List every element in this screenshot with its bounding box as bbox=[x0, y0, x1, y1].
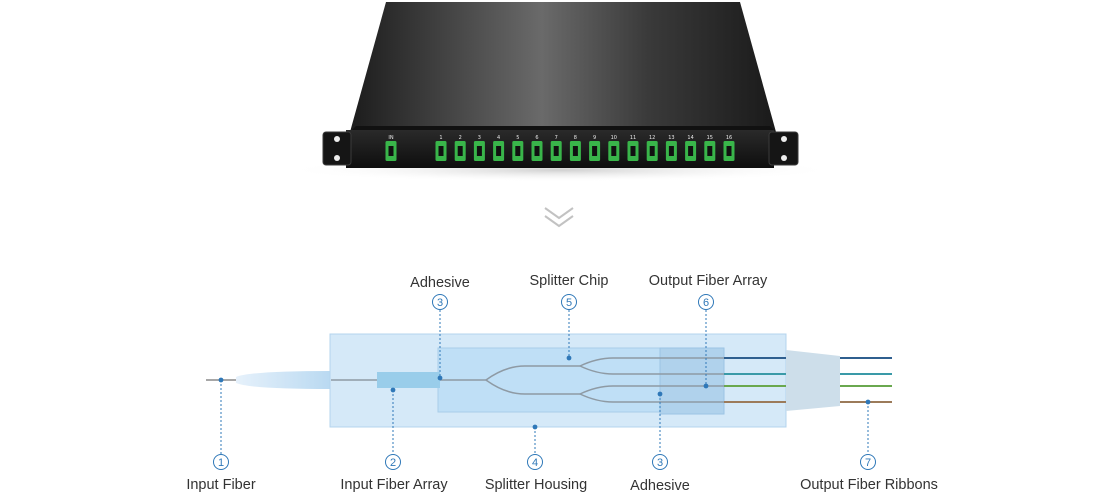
adapter-port-opening bbox=[630, 146, 636, 156]
leader-dots bbox=[218, 355, 871, 430]
mount-hole-right-bottom bbox=[781, 155, 787, 161]
splitter-structure-diagram: 1 Input Fiber 2 Input Fiber Array Adhesi… bbox=[186, 273, 938, 494]
adapter-port-opening bbox=[534, 146, 540, 156]
port-label: 4 bbox=[497, 135, 500, 141]
adapter-port-opening bbox=[668, 146, 674, 156]
label-output-fiber-ribbons: Output Fiber Ribbons bbox=[800, 477, 938, 493]
callout-input-fiber-array: 2 Input Fiber Array bbox=[340, 454, 448, 493]
adapter-port-opening bbox=[688, 146, 694, 156]
callout-output-fiber-ribbons: 7 Output Fiber Ribbons bbox=[800, 454, 938, 493]
port-label: IN bbox=[388, 135, 393, 141]
callout-adhesive-output: 3 Adhesive bbox=[630, 454, 690, 494]
input-fiber-array bbox=[377, 372, 440, 388]
callout-number: 7 bbox=[865, 457, 871, 469]
label-adhesive-input: Adhesive bbox=[410, 275, 470, 291]
device-top-panel bbox=[350, 2, 776, 132]
output-fiber-boot bbox=[786, 350, 840, 411]
adapter-port-opening bbox=[592, 146, 598, 156]
adapter-port-opening bbox=[611, 146, 617, 156]
output-fiber-array bbox=[659, 347, 725, 415]
adapter-port-opening bbox=[515, 146, 521, 156]
callout-number: 1 bbox=[218, 457, 224, 469]
port-label: 12 bbox=[649, 135, 655, 141]
callout-input-fiber: 1 Input Fiber bbox=[186, 454, 256, 493]
callout-splitter-chip: Splitter Chip 5 bbox=[530, 273, 609, 310]
callout-adhesive-input: Adhesive 3 bbox=[410, 275, 470, 310]
callout-number: 3 bbox=[657, 457, 663, 469]
mount-ear-left bbox=[322, 131, 352, 166]
adapter-port-opening bbox=[388, 146, 394, 156]
callout-splitter-housing: 4 Splitter Housing bbox=[485, 454, 587, 493]
port-label: 8 bbox=[574, 135, 577, 141]
label-input-fiber: Input Fiber bbox=[186, 477, 255, 493]
port-label: 5 bbox=[516, 135, 519, 141]
port-label: 16 bbox=[726, 135, 732, 141]
callout-number: 5 bbox=[566, 297, 572, 309]
port-label: 13 bbox=[668, 135, 674, 141]
adapter-port-opening bbox=[496, 146, 502, 156]
adapter-port-opening bbox=[572, 146, 578, 156]
adapter-port-opening bbox=[438, 146, 444, 156]
label-output-fiber-array: Output Fiber Array bbox=[649, 273, 768, 289]
callout-number: 4 bbox=[532, 457, 538, 469]
port-label: 9 bbox=[593, 135, 596, 141]
label-splitter-housing: Splitter Housing bbox=[485, 477, 587, 493]
adapter-port-opening bbox=[553, 146, 559, 156]
port-label: 15 bbox=[707, 135, 713, 141]
callout-number: 2 bbox=[390, 457, 396, 469]
label-splitter-chip: Splitter Chip bbox=[530, 273, 609, 289]
mount-hole-right-top bbox=[781, 136, 787, 142]
port-label: 6 bbox=[535, 135, 538, 141]
adapter-port-opening bbox=[476, 146, 482, 156]
chevron-down-icon bbox=[544, 207, 574, 228]
callout-number: 6 bbox=[703, 297, 709, 309]
adapter-port-opening bbox=[649, 146, 655, 156]
adapter-port-opening bbox=[707, 146, 713, 156]
port-label: 2 bbox=[459, 135, 462, 141]
callout-output-fiber-array: Output Fiber Array 6 bbox=[649, 273, 768, 310]
mount-hole-left-bottom bbox=[334, 155, 340, 161]
output-fiber-lines bbox=[724, 357, 892, 403]
label-adhesive-output: Adhesive bbox=[630, 478, 690, 494]
port-label: 11 bbox=[630, 135, 636, 141]
mount-ear-right bbox=[768, 131, 799, 166]
adapter-port-opening bbox=[726, 146, 732, 156]
input-fiber-taper bbox=[236, 371, 331, 389]
mount-hole-left-top bbox=[334, 136, 340, 142]
label-input-fiber-array: Input Fiber Array bbox=[340, 477, 448, 493]
port-label: 10 bbox=[611, 135, 617, 141]
waveguide-paths bbox=[331, 357, 724, 403]
adapter-port-opening bbox=[457, 146, 463, 156]
port-label: 14 bbox=[687, 135, 693, 141]
port-label: 1 bbox=[439, 135, 442, 141]
callout-number: 3 bbox=[437, 297, 443, 309]
port-label: 3 bbox=[478, 135, 481, 141]
port-label: 7 bbox=[555, 135, 558, 141]
leader-lines bbox=[220, 310, 869, 454]
